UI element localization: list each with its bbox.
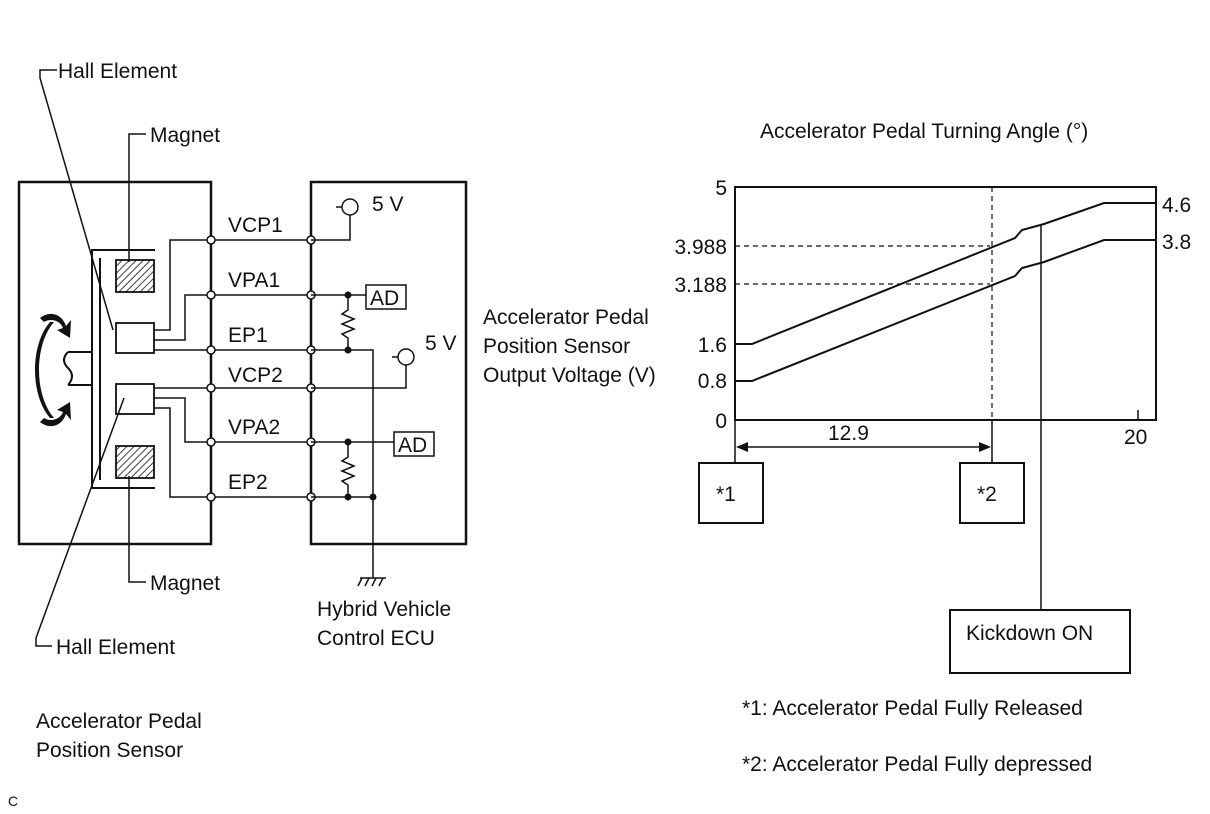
magnet-top-block bbox=[115, 259, 155, 293]
terminal-vcp2-label: VCP2 bbox=[228, 364, 283, 387]
note-2: *2: Accelerator Pedal Fully depressed bbox=[742, 753, 1092, 776]
ground-icon bbox=[357, 577, 386, 587]
terminal-vpa2-label: VPA2 bbox=[228, 416, 280, 439]
y-label-line3: Output Voltage (V) bbox=[483, 364, 656, 387]
hall-element-top-label: Hall Element bbox=[58, 60, 177, 83]
rotation-arrow-icon bbox=[35, 322, 54, 418]
supply-2-label: 5 V bbox=[425, 332, 457, 355]
terminal-vpa1-label: VPA1 bbox=[228, 269, 280, 292]
ecu-label-line2: Control ECU bbox=[317, 627, 435, 650]
magnet-bottom-label: Magnet bbox=[150, 572, 220, 595]
x-tick-20: 20 bbox=[1124, 426, 1147, 449]
supply-1-label: 5 V bbox=[372, 193, 404, 216]
y-tick-3-988: 3.988 bbox=[674, 236, 727, 259]
series-vpa2-line bbox=[735, 239, 1156, 382]
graph-title: Accelerator Pedal Turning Angle (°) bbox=[760, 120, 1088, 143]
magnet-bottom-block bbox=[115, 445, 155, 479]
y-tick-1-6: 1.6 bbox=[698, 334, 727, 357]
corner-mark: C bbox=[8, 793, 18, 809]
terminal-ep1-label: EP1 bbox=[228, 324, 268, 347]
plot-frame bbox=[734, 186, 1157, 421]
span-label: 12.9 bbox=[828, 422, 869, 445]
y-label-line1: Accelerator Pedal bbox=[483, 306, 649, 329]
supply-1-icon bbox=[341, 198, 359, 216]
kickdown-box bbox=[949, 609, 1131, 674]
right-label-4-6: 4.6 bbox=[1162, 194, 1191, 217]
y-tick-0-8: 0.8 bbox=[698, 370, 727, 393]
marker-2-box bbox=[959, 462, 1025, 524]
marker-1-label: *1 bbox=[716, 483, 736, 506]
y-label-line2: Position Sensor bbox=[483, 335, 630, 358]
hall-element-bottom-label: Hall Element bbox=[56, 636, 175, 659]
shaft bbox=[63, 351, 92, 386]
ad-2-label: AD bbox=[398, 434, 427, 457]
marker-2-label: *2 bbox=[977, 483, 997, 506]
sensor-label-line2: Position Sensor bbox=[36, 739, 183, 762]
magnet-top-label: Magnet bbox=[150, 124, 220, 147]
hall-element-top-block bbox=[115, 322, 155, 354]
y-tick-5: 5 bbox=[715, 177, 727, 200]
sensor-body bbox=[91, 249, 155, 489]
y-tick-0: 0 bbox=[715, 410, 727, 433]
ad-1-label: AD bbox=[370, 287, 399, 310]
sensor-label-line1: Accelerator Pedal bbox=[36, 710, 202, 733]
right-label-3-8: 3.8 bbox=[1162, 231, 1191, 254]
supply-2-icon bbox=[397, 348, 415, 366]
sensor-box bbox=[17, 180, 213, 546]
y-tick-3-188: 3.188 bbox=[674, 274, 727, 297]
kickdown-label: Kickdown ON bbox=[966, 622, 1093, 645]
hall-element-bottom-block bbox=[115, 383, 155, 415]
ecu-box bbox=[309, 180, 468, 546]
ecu-label-line1: Hybrid Vehicle bbox=[317, 598, 451, 621]
terminal-ep2-label: EP2 bbox=[228, 471, 268, 494]
terminal-vcp1-label: VCP1 bbox=[228, 214, 283, 237]
marker-1-box bbox=[698, 462, 764, 524]
terminal-nodes bbox=[206, 235, 316, 502]
series-vpa1-line bbox=[735, 202, 1156, 345]
ad-1-box bbox=[365, 284, 407, 310]
note-1: *1: Accelerator Pedal Fully Released bbox=[742, 697, 1083, 720]
ad-2-box bbox=[393, 431, 435, 457]
